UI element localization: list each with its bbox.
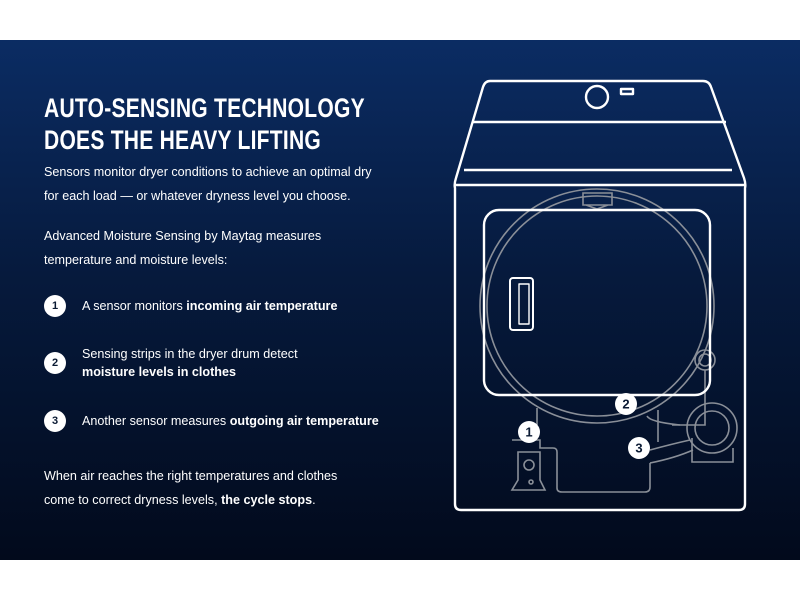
outro-line-1: When air reaches the right temperatures … — [44, 469, 338, 483]
step-number: 1 — [44, 295, 66, 317]
door-handle — [509, 277, 534, 331]
item-text-bold: moisture levels in clothes — [82, 365, 236, 379]
dryer-body — [453, 79, 747, 512]
item-text: Sensing strips in the dryer drum detect m… — [82, 345, 298, 381]
marker-2-label: 2 — [622, 397, 629, 412]
control-knob — [584, 84, 610, 110]
hero-panel — [0, 40, 800, 560]
intro-line-2: for each load — or whatever dryness leve… — [44, 189, 351, 203]
drum-outer-ring — [479, 188, 715, 424]
page-title: AUTO-SENSING TECHNOLOGY DOES THE HEAVY L… — [44, 92, 365, 156]
step-number: 2 — [44, 352, 66, 374]
list-item: 1 A sensor monitors incoming air tempera… — [44, 295, 337, 317]
status-light — [619, 87, 635, 96]
list-item: 2 Sensing strips in the dryer drum detec… — [44, 345, 298, 381]
outro-bold: the cycle stops — [221, 493, 313, 507]
item-text-plain: Sensing strips in the dryer drum detect — [82, 347, 298, 361]
item-text-plain: Another sensor measures — [82, 414, 230, 428]
title-line-1: AUTO-SENSING TECHNOLOGY — [44, 93, 365, 123]
title-line-2: DOES THE HEAVY LIFTING — [44, 125, 322, 155]
marker-2 — [615, 393, 637, 415]
item-text-plain: A sensor monitors — [82, 299, 187, 313]
intro-text: Sensors monitor dryer conditions to achi… — [44, 160, 372, 208]
list-item: 3 Another sensor measures outgoing air t… — [44, 410, 379, 432]
outro-plain: come to correct dryness levels, — [44, 493, 222, 507]
lead-line-2: temperature and moisture levels: — [44, 253, 228, 267]
step-number: 3 — [44, 410, 66, 432]
outro-text: When air reaches the right temperatures … — [44, 464, 337, 512]
marker-1-label: 1 — [525, 425, 532, 440]
lead-line-1: Advanced Moisture Sensing by Maytag meas… — [44, 229, 322, 243]
item-text: A sensor monitors incoming air temperatu… — [82, 297, 337, 315]
internal-components — [479, 188, 738, 493]
marker-3-label: 3 — [635, 441, 642, 456]
item-text: Another sensor measures outgoing air tem… — [82, 412, 379, 430]
intro-line-1: Sensors monitor dryer conditions to achi… — [44, 165, 372, 179]
outro-line-2: come to correct dryness levels, the cycl… — [44, 488, 337, 512]
drum-inner-ring — [486, 195, 708, 417]
marker-3 — [628, 437, 650, 459]
dryer-outline — [453, 79, 747, 512]
diagram-markers: 1 2 3 — [518, 393, 650, 459]
inlet-sensor-housing — [510, 451, 547, 491]
item-text-bold: incoming air temperature — [186, 299, 338, 313]
outro-end: . — [312, 493, 316, 507]
dryer-door — [482, 208, 712, 397]
item-text-bold: outgoing air temperature — [229, 414, 379, 428]
marker-1 — [518, 421, 540, 443]
blower-motor — [686, 402, 738, 454]
lead-text: Advanced Moisture Sensing by Maytag meas… — [44, 224, 321, 272]
